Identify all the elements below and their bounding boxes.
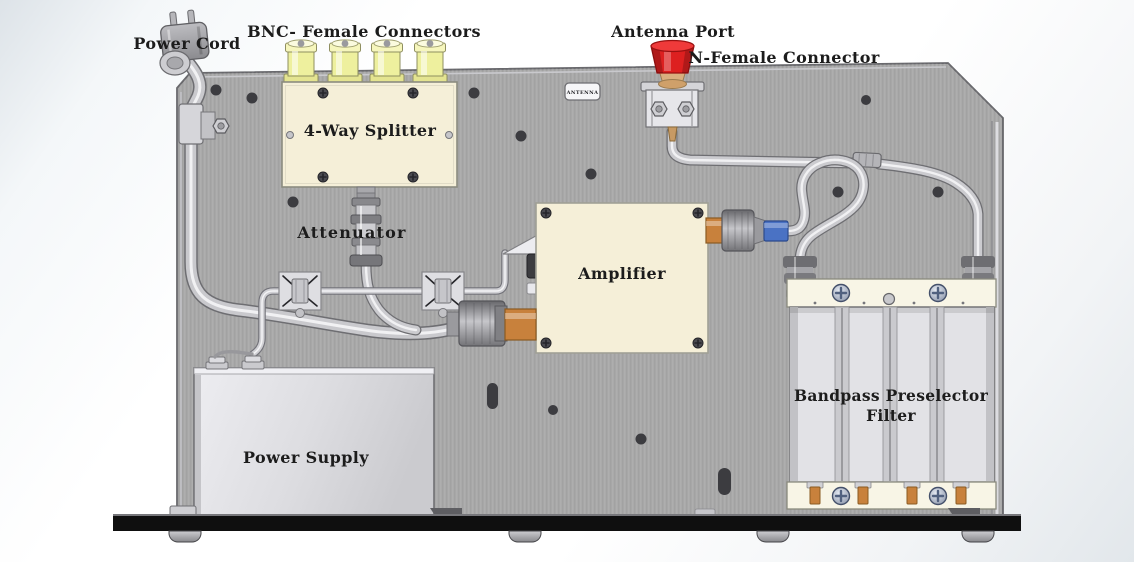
bnc-connector [369,39,405,84]
label-power-cord: Power Cord [133,34,240,53]
blue-adapter [763,220,789,242]
amplifier-input-connector [446,300,537,347]
label-bandpass-filter-line2: Filter [866,406,916,425]
cord-clamp [178,103,230,145]
chassis-holes [193,84,944,495]
bnc-connector [412,39,448,84]
label-power-supply: Power Supply [243,448,369,467]
filter-body [789,306,995,483]
power-cord-assembly [159,9,230,145]
attenuator-assembly [349,192,383,267]
chassis-slot [718,468,731,495]
bnc-connector [327,39,363,84]
label-four-way-splitter: 4-Way Splitter [304,121,437,140]
diagram-labels: Power Cord BNC- Female Connectors Antenn… [133,22,988,467]
chassis-feet [168,530,995,543]
cable-clamp-right [421,271,465,318]
cable-clamp-left [278,271,322,318]
chassis-base [113,508,1021,543]
antenna-nameplate: ANTENNA [564,82,601,101]
filter-bottom-pins [806,481,970,505]
label-amplifier: Amplifier [577,264,666,283]
chassis-slot [487,383,498,409]
bandpass-filter-assembly [783,256,997,510]
connector-pin [667,126,678,142]
label-bnc-female-connectors: BNC- Female Connectors [247,22,481,41]
label-bandpass-filter-line1: Bandpass Preselector [794,386,989,405]
label-antenna-port: Antenna Port [610,22,735,41]
antenna-port-assembly [640,39,705,142]
bnc-connectors [283,39,448,84]
amplifier-output-connector [705,209,789,252]
antenna-nameplate-text: ANTENNA [566,90,599,96]
bnc-connector [283,39,319,84]
power-supply-terminals [205,349,265,370]
amplifier-box [535,202,709,354]
terminal-bus-wire [213,349,254,359]
label-n-female-connector: N-Female Connector [688,48,880,67]
base-bar [113,516,1021,531]
power-supply-box [169,367,435,518]
label-attenuator: Attenuator [296,223,406,242]
antenna-red-cap [650,39,695,74]
four-way-splitter-box [281,81,458,195]
